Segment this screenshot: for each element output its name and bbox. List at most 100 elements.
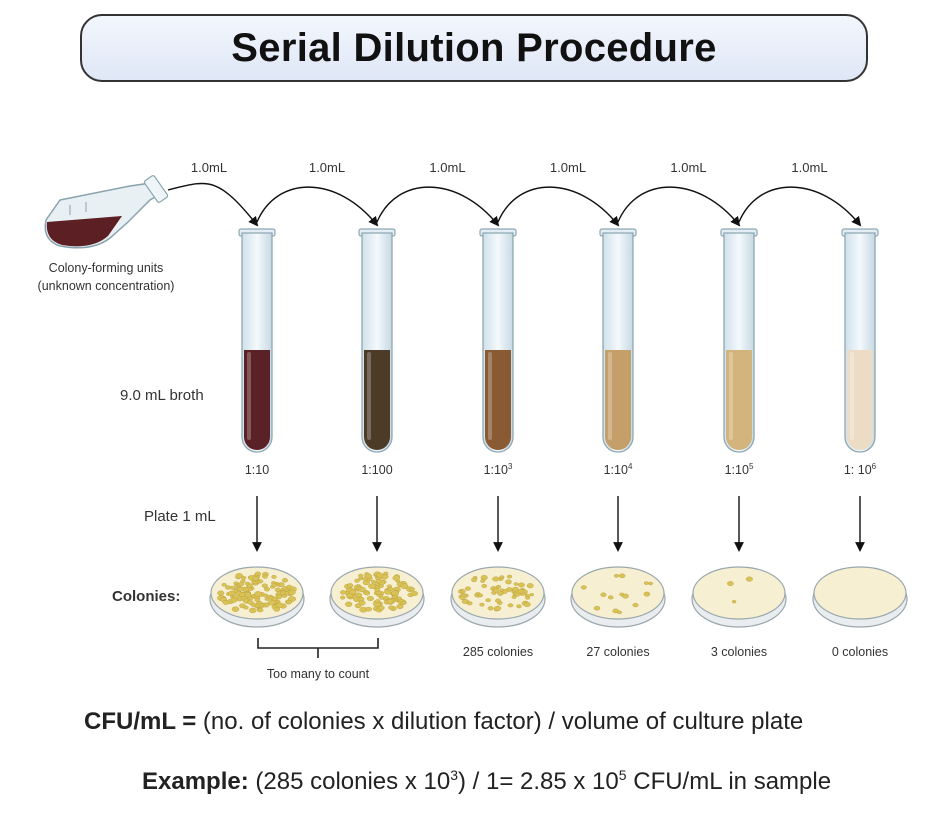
colony [481,584,488,589]
formula-rhs: (no. of colonies x dilution factor) / vo… [202,708,804,735]
colony [354,578,360,583]
tube-highlight [367,352,371,440]
tube-5: 1:105 [720,228,758,552]
colony [492,576,500,582]
dilution-base: 1:10 [484,463,508,477]
colony [221,583,227,587]
colony [400,583,409,590]
colony [495,598,501,603]
colony [278,582,285,587]
petri-plates: 285 colonies 27 colonies 3 colonies 0 colon… [209,566,908,659]
colony [388,605,394,610]
colony [375,599,381,603]
colony [267,599,276,606]
colony [345,601,353,607]
colony [411,591,418,596]
colony [391,590,399,597]
colony [396,596,402,601]
dilution-base: 1:10 [725,463,749,477]
flask-label-line2: (unknown concentration) [38,279,175,293]
colony [258,603,264,608]
colony [506,587,513,592]
colony [614,574,620,578]
colony [593,605,601,611]
colony [377,605,385,611]
colony [217,590,225,596]
colony [458,590,463,594]
transfer-label-1: 1.0mL [191,160,227,175]
dilution-exponent: 5 [749,462,754,471]
dilution-exponent: 6 [872,462,877,471]
dilution-base: 1: 10 [844,463,872,477]
colony [378,584,384,588]
colony [516,604,522,609]
colony [518,582,525,588]
petri-plate-4: 27 colonies [570,566,666,659]
colony [254,597,261,603]
colony [358,600,366,606]
colony [523,602,531,608]
tube-liquid [847,350,873,450]
colony [241,575,247,580]
colony [364,573,373,579]
colony [487,606,494,611]
colony [513,582,519,586]
colony [237,586,245,592]
tube-liquid [726,350,752,450]
colony [643,591,651,597]
colony-count-label: 285 colonies [463,645,533,659]
colony [525,596,531,600]
colony [512,586,519,592]
colony [409,587,416,592]
transfer-label-2: 1.0mL [309,160,345,175]
petri-plate-3: 285 colonies [450,566,546,659]
dilution-exponent: 4 [628,462,633,471]
transfer-label-3: 1.0mL [429,160,465,175]
colony [271,596,278,601]
colony [492,587,500,593]
colony [400,600,407,605]
example-label: Example: [142,768,249,795]
petri-plate-1 [209,566,305,628]
plate-agar [813,566,907,620]
colony [471,577,478,582]
colony [365,606,372,612]
dilution-base: 1:100 [361,463,392,477]
tube-liquid [364,350,390,450]
dilution-label: 1:104 [604,462,633,477]
colony [254,591,262,597]
example-part1: (285 colonies x 10 [255,768,451,795]
colony [271,575,277,579]
colony [517,589,524,594]
transfer-arrow-4 [497,186,620,227]
petri-plate-5: 3 colonies [691,566,787,659]
colony-count-label: 0 colonies [832,645,888,659]
colony [222,600,230,605]
dilution-base: 1:10 [245,463,269,477]
colony [607,595,614,600]
too-many-bracket [257,638,379,658]
colony [286,600,292,605]
colony [383,595,389,600]
colony-count-label: 3 colonies [711,645,767,659]
tube-highlight [608,352,612,440]
tube-highlight [488,352,492,440]
colony [233,581,239,586]
colony [479,602,485,607]
transfer-label-6: 1.0mL [791,160,827,175]
colony [271,583,277,588]
colony [511,595,517,599]
colonies-label: Colonies: [112,588,180,605]
colony [275,602,284,608]
colony [264,587,271,592]
colony [254,571,262,576]
colony [622,593,629,599]
colony [348,589,357,595]
tube-4: 1:104 [599,228,637,552]
tube-3: 1:103 [479,228,517,552]
colony [252,576,260,581]
colony [499,575,505,580]
tube-liquid [244,350,270,450]
